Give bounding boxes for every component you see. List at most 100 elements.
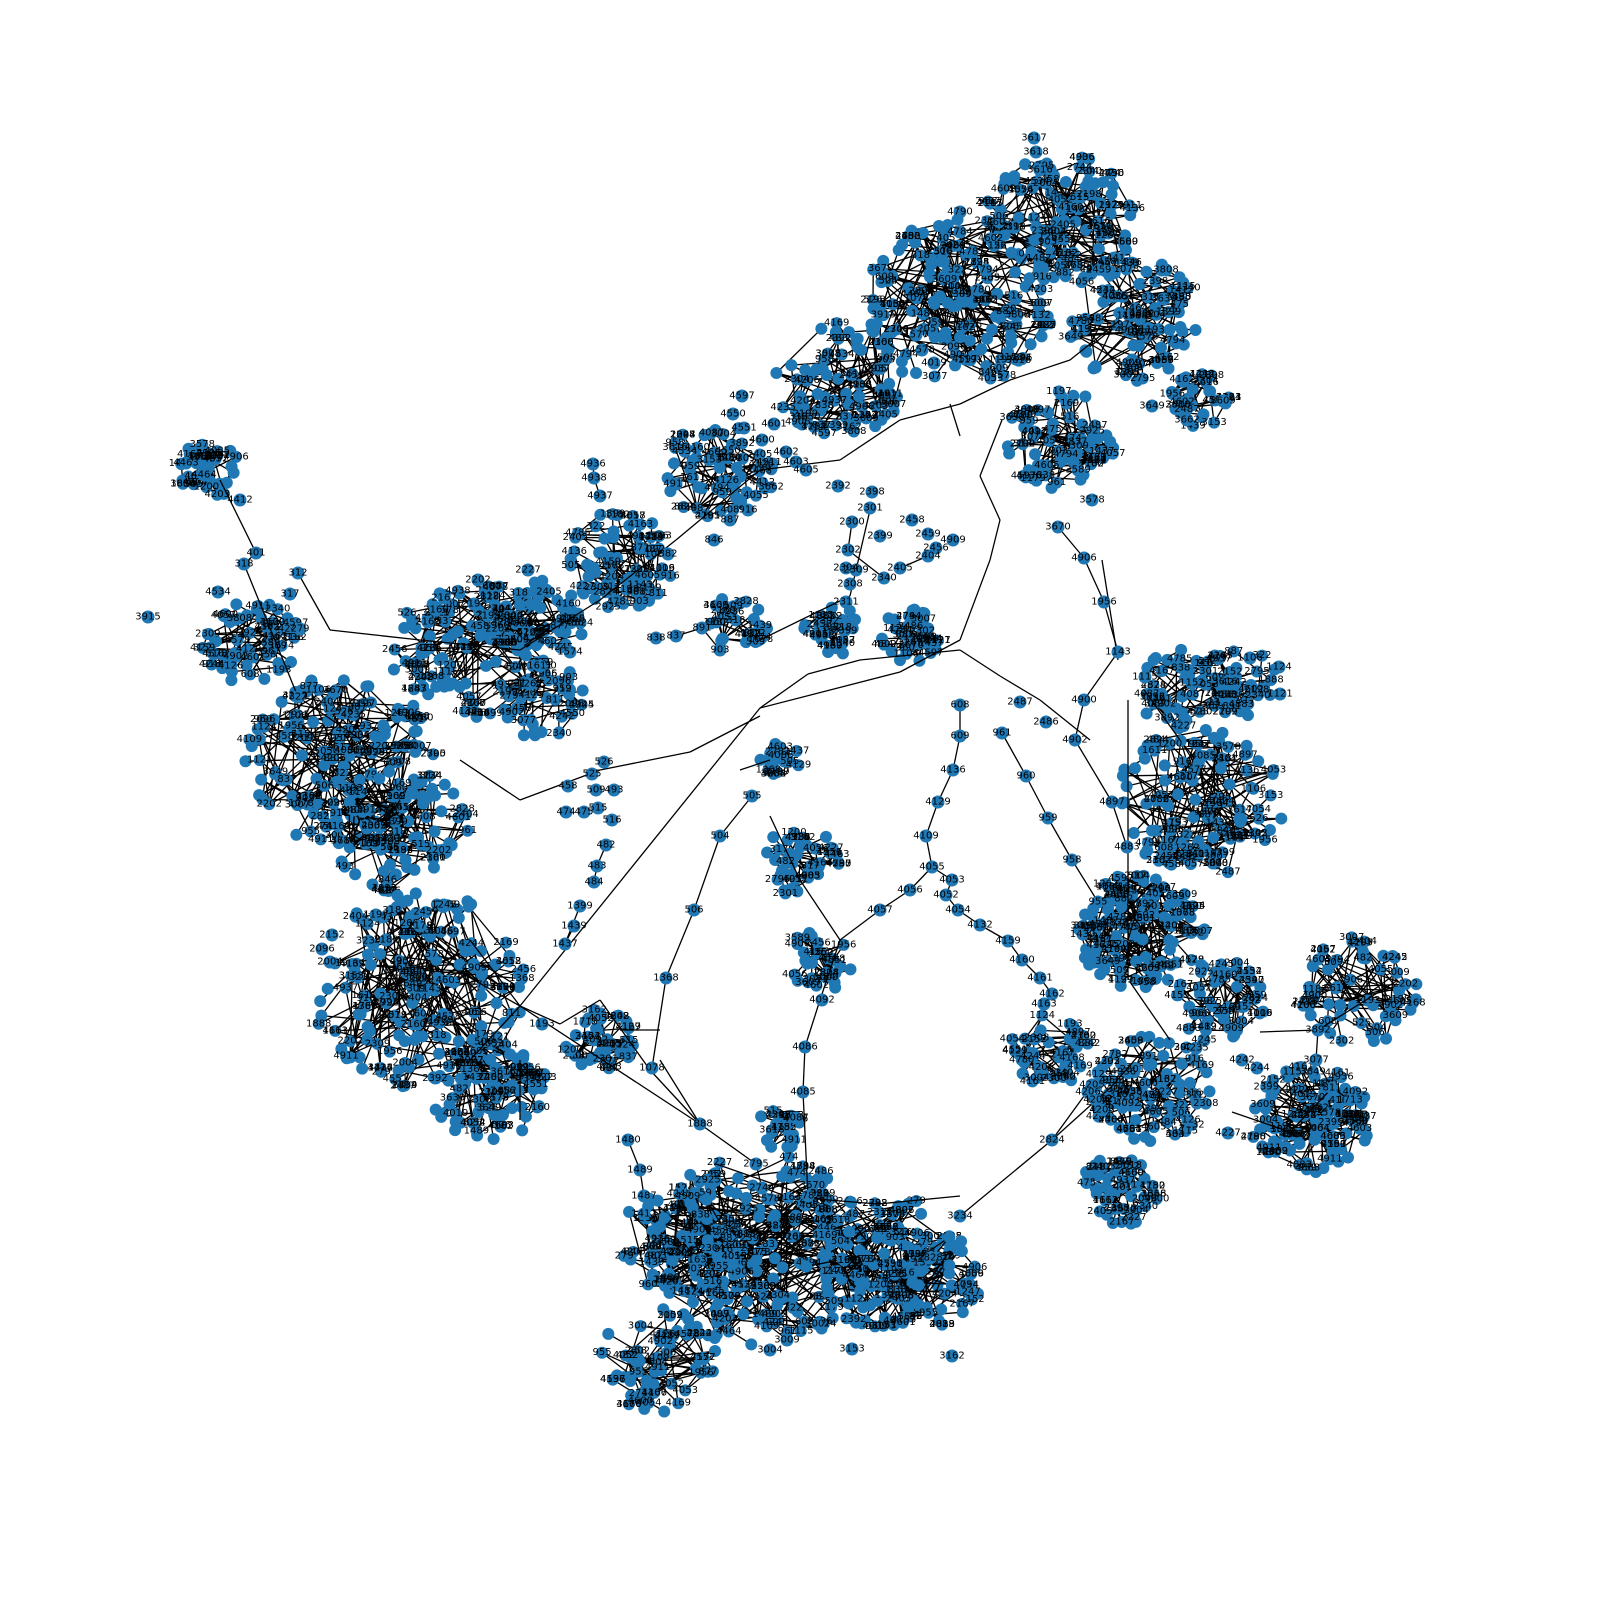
cluster-node-label: 2340 [265, 604, 290, 615]
cluster-node-label: 317 [1179, 771, 1198, 782]
cluster-node-label: 3915 [871, 310, 896, 321]
cluster-node-label: 4897 [1232, 749, 1257, 760]
cluster-node-label: 961 [262, 646, 281, 657]
cluster-node-label: 1197 [1072, 324, 1097, 335]
cluster-node-label: 4056 [462, 1007, 487, 1018]
cluster-node-label: 4578 [418, 949, 443, 960]
cluster-node [1009, 266, 1022, 279]
cluster-node-label: 4600 [213, 609, 238, 620]
cluster-node [383, 765, 396, 778]
cluster-node-label: 4136 [1016, 470, 1041, 481]
cluster-node-label: 4577 [203, 454, 228, 465]
cluster-node-label: 318 [1213, 753, 1232, 764]
cluster-node [258, 672, 271, 685]
cluster-node-label: 4162 [262, 631, 287, 642]
cluster-node-label: 2392 [422, 1073, 447, 1084]
cluster-node-label: 961 [458, 825, 477, 836]
cluster-node-label: 4052 [203, 454, 228, 465]
cluster-node-label: 3153 [1201, 417, 1226, 428]
cluster-node [1059, 176, 1072, 189]
cluster-node-label: 2405 [536, 586, 561, 597]
cluster-node-label: 515 [291, 729, 310, 740]
cluster-node-label: 4794 [1160, 335, 1185, 346]
cluster-node-label: 4132 [1052, 248, 1077, 259]
cluster-node-label: 4132 [452, 706, 477, 717]
cluster-node-label: 1124 [1021, 212, 1046, 223]
cluster-node [314, 995, 327, 1008]
cluster-node-label: 608 [241, 669, 260, 680]
cluster-node-label: 3589 [255, 638, 280, 649]
cluster-node [429, 789, 442, 802]
cluster-node-label: 4019 [382, 1010, 407, 1021]
cluster-node-label: 2404 [402, 992, 427, 1003]
cluster-node-label: 4244 [199, 659, 224, 670]
cluster-node-label: 3808 [227, 613, 252, 624]
cluster-node [910, 366, 923, 379]
cluster-node-label: 959 [925, 317, 944, 328]
cluster-node-label: 1182 [605, 510, 630, 521]
cluster-node [1005, 246, 1018, 259]
cluster-node [230, 598, 243, 611]
cluster-node-label: 3670 [898, 640, 923, 651]
cluster-node [575, 628, 588, 641]
cluster-node-label: 837 [411, 713, 430, 724]
cluster-node-label: 493 [335, 861, 354, 872]
cluster-node [272, 657, 285, 670]
cluster-node-label: 2311 [624, 564, 649, 575]
cluster-node-label: 4794 [374, 998, 399, 1009]
cluster-node-label: 4603 [986, 217, 1011, 228]
cluster-node-label: 4087 [684, 503, 709, 514]
cluster-node-label: 916 [1173, 757, 1192, 768]
cluster-node-label: 2456 [1118, 886, 1143, 897]
cluster-node-label: 4242 [1221, 677, 1246, 688]
cluster-node-label: 2300 [927, 246, 952, 257]
cluster-node-label: 526 [650, 531, 669, 542]
cluster-node-label: 4235 [847, 379, 872, 390]
cluster-node-label: 1399 [1156, 307, 1181, 318]
cluster-node-label: 3077 [922, 371, 947, 382]
cluster-node-label: 506 [1000, 321, 1019, 332]
cluster-node-label: 1574 [1194, 807, 1219, 818]
cluster-node [1147, 654, 1160, 667]
cluster-node [505, 1102, 518, 1115]
cluster-edge [343, 680, 350, 730]
cluster-node-label: 4464 [901, 289, 926, 300]
cluster-node [211, 488, 224, 501]
cluster-node [250, 602, 263, 615]
cluster-node-label: 4911 [333, 1051, 358, 1062]
cluster-node [1083, 958, 1096, 971]
cluster-node-label: 608 [417, 812, 436, 823]
cluster-node-label: 504 [879, 275, 898, 286]
cluster-node-label: 3162 [1146, 855, 1171, 866]
cluster-node [211, 445, 224, 458]
cluster-node-label: 1247 [401, 684, 426, 695]
cluster-node-label: 4085 [205, 446, 230, 457]
cluster-node-label: 2404 [453, 809, 478, 820]
cluster-node-label: 4132 [340, 959, 365, 970]
cluster-node-label: 4578 [225, 635, 250, 646]
cluster-node-label: 4057 [211, 610, 236, 621]
cluster-node-label: 4204 [599, 572, 624, 583]
cluster-node-label: 4204 [182, 477, 207, 488]
cluster-node-label: 3618 [840, 369, 865, 380]
cluster-node-label: 2456 [511, 964, 536, 975]
cluster-node-label: 2795 [1130, 373, 1155, 384]
cluster-node [225, 674, 238, 687]
cluster-node-label: 1078 [288, 798, 313, 809]
cluster-node-label: 4785 [1167, 654, 1192, 665]
cluster-node-label: 4126 [198, 451, 223, 462]
cluster-node-label: 322 [586, 521, 605, 532]
cluster-node-label: 4160 [555, 598, 580, 609]
cluster-node-label: 1368 [1122, 311, 1147, 322]
cluster-node [295, 749, 308, 762]
cluster-node [218, 650, 231, 663]
cluster-node-label: 4597 [1239, 975, 1264, 986]
cluster-node [1334, 998, 1347, 1011]
cluster-node-label: 4242 [205, 450, 230, 461]
cluster-node-label: 2404 [341, 805, 366, 816]
cluster-node-label: 2925 [1080, 425, 1105, 436]
cluster-node-label: 4227 [570, 581, 595, 592]
cluster-node-label: 4601 [240, 652, 265, 663]
cluster-node [1216, 726, 1229, 739]
